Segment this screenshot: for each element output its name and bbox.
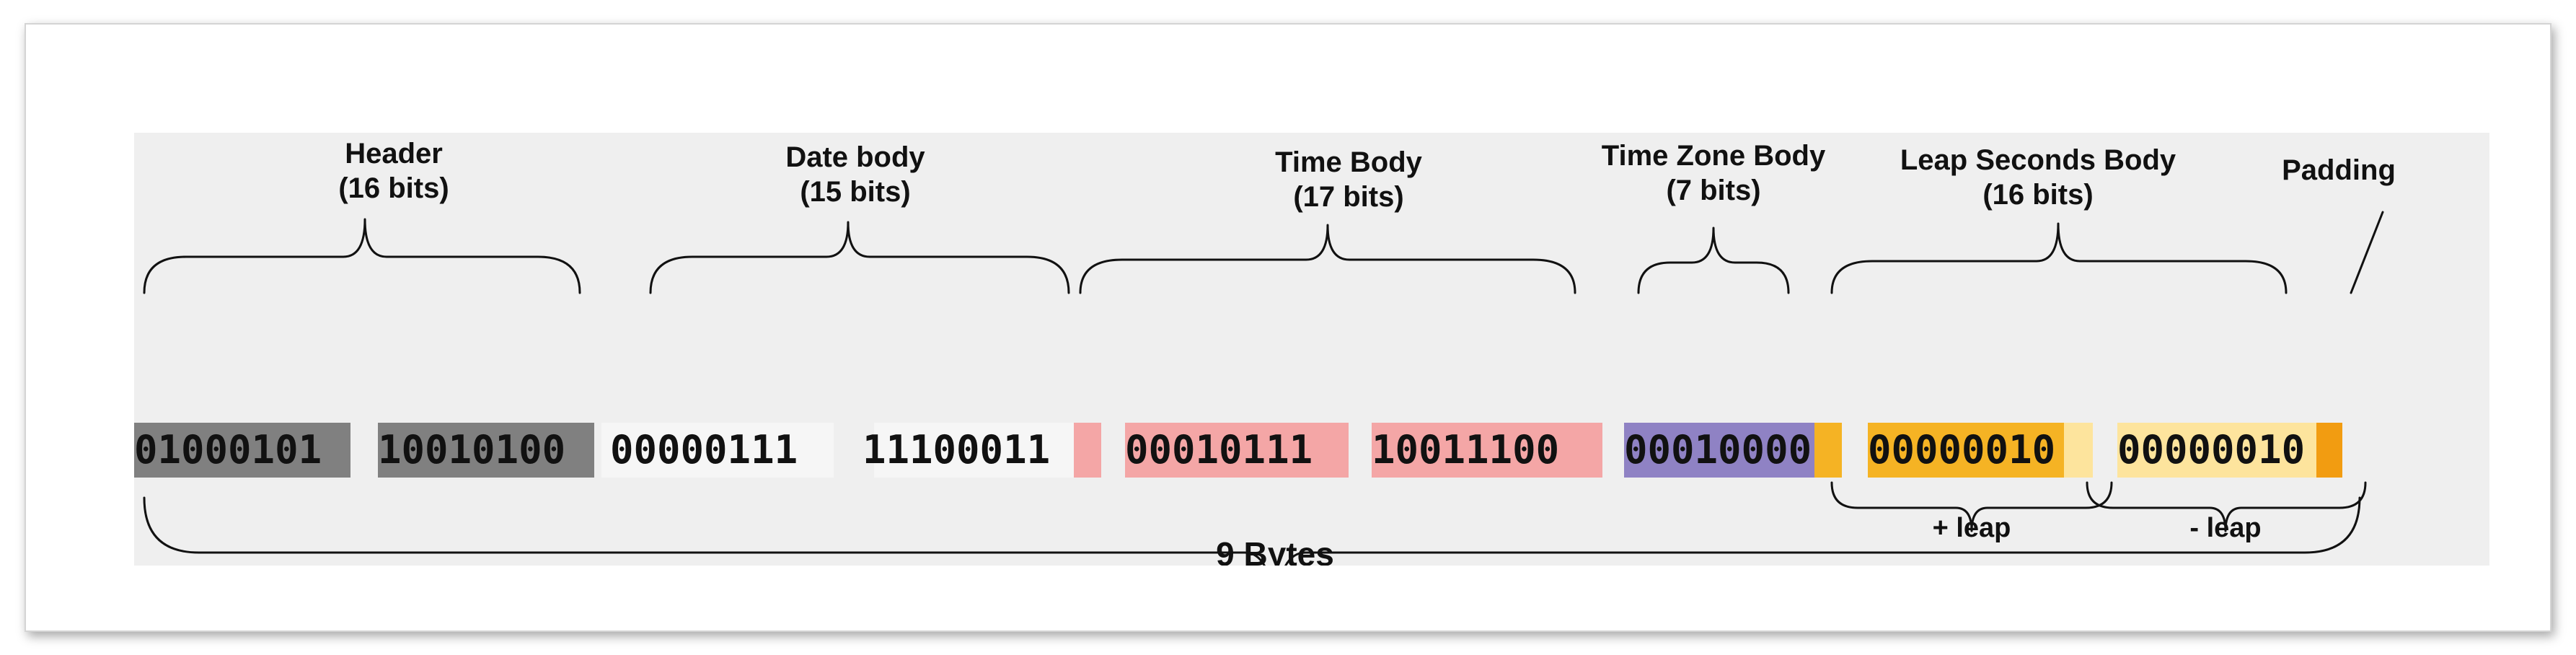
- time-title: Time Body: [1275, 146, 1422, 178]
- header-size: (16 bits): [338, 172, 449, 204]
- time-byte2-bg: [1372, 423, 1602, 478]
- date-label: Date body (15 bits): [747, 140, 963, 209]
- padding-bit-bg: [2316, 423, 2342, 478]
- padding-label: Padding: [2256, 153, 2422, 188]
- time-brace: [1079, 224, 1576, 294]
- leap-plus-bg: [1868, 423, 2064, 478]
- minus-leap-brace: [2086, 481, 2367, 532]
- tz-brace: [1637, 227, 1790, 294]
- byte-1: 01000101: [134, 427, 322, 472]
- byte-4: 11100011: [863, 427, 1051, 472]
- padding-pointer: [2350, 211, 2384, 294]
- time-label: Time Body (17 bits): [1240, 145, 1457, 214]
- header-byte2-bg: [378, 423, 594, 478]
- header-brace: [143, 218, 581, 294]
- byte-5: 00010111: [1125, 427, 1313, 472]
- leap-brace: [1830, 222, 2288, 294]
- header-label: Header (16 bits): [286, 136, 502, 206]
- header-byte1-bg: [134, 423, 350, 478]
- tz-last-bit-bg: [1814, 423, 1842, 478]
- byte-3: 00000111: [610, 427, 798, 472]
- figure-frame: Header (16 bits) Date body (15 bits) Tim…: [25, 23, 2551, 632]
- braces-layer: [143, 211, 2384, 566]
- tz-size: (7 bits): [1666, 175, 1761, 206]
- tz-title: Time Zone Body: [1601, 140, 1826, 172]
- byte-7: 00010000: [1624, 427, 1812, 472]
- tz-label: Time Zone Body (7 bits): [1576, 139, 1851, 208]
- date-size: (15 bits): [800, 176, 911, 208]
- total-brace: [143, 496, 2361, 566]
- byte-2: 10010100: [378, 427, 566, 472]
- date-title: Date body: [785, 141, 925, 173]
- minus-leap-label: - leap: [2189, 513, 2262, 543]
- date-byte2-bg: [874, 423, 1074, 478]
- leap-plus-last-bg: [2064, 423, 2093, 478]
- total-label: 9 Bytes: [1216, 535, 1334, 566]
- padding-title: Padding: [2282, 154, 2396, 186]
- time-size: (17 bits): [1293, 181, 1404, 213]
- header-title: Header: [345, 138, 443, 170]
- plus-leap-label: + leap: [1932, 513, 2011, 543]
- byte-8: 00000010: [1868, 427, 2056, 472]
- diagram-panel: Header (16 bits) Date body (15 bits) Tim…: [134, 133, 2489, 566]
- time-byte1-bg: [1125, 423, 1349, 478]
- tz-bg: [1624, 423, 1814, 478]
- date-brace: [649, 221, 1070, 294]
- byte-9: 00000010: [2117, 427, 2306, 472]
- byte-6: 10011100: [1372, 427, 1560, 472]
- time-first-bit-bg: [1074, 423, 1101, 478]
- leap-title: Leap Seconds Body: [1900, 144, 2176, 176]
- leap-minus-bg: [2117, 423, 2316, 478]
- date-byte1-bg: [601, 423, 834, 478]
- leap-label: Leap Seconds Body (16 bits): [1872, 143, 2204, 212]
- leap-size: (16 bits): [1982, 179, 2094, 211]
